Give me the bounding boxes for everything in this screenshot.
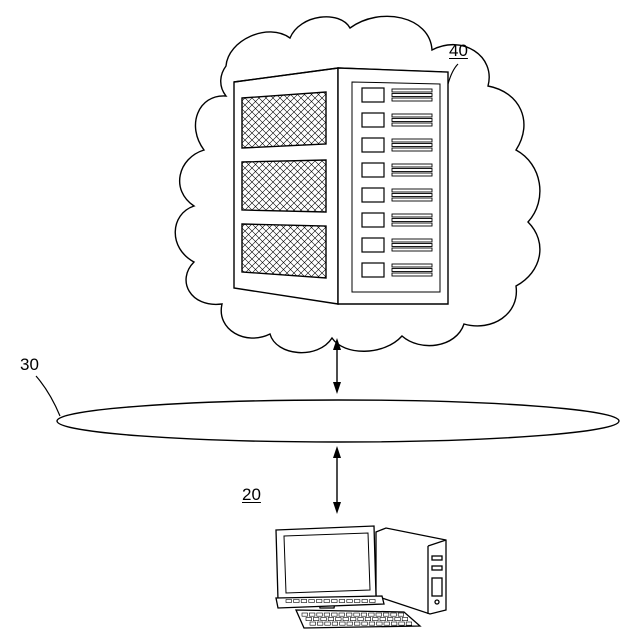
keyboard-key (346, 613, 352, 616)
keyboard-key (399, 622, 405, 625)
keyboard-key (354, 600, 360, 603)
server-unit (362, 263, 432, 277)
reference-label-network: 30 (20, 356, 39, 373)
keyboard-key (384, 622, 390, 625)
vent-panel (242, 92, 326, 148)
keyboard-key (402, 618, 408, 621)
keyboard-key (373, 618, 379, 621)
keyboard-key (398, 613, 404, 616)
keyboard-key (361, 613, 367, 616)
keyboard-key (310, 622, 316, 625)
keyboard-key (336, 618, 342, 621)
keyboard-key (387, 618, 393, 621)
keyboard-key (286, 600, 292, 603)
keyboard-key (354, 622, 360, 625)
keyboard-key (321, 618, 327, 621)
keyboard-key (365, 618, 371, 621)
bidirectional-arrow-icon (333, 446, 341, 514)
keyboard-key (309, 613, 315, 616)
keyboard-key (332, 613, 338, 616)
keyboard-key (324, 600, 330, 603)
keyboard-key (316, 600, 322, 603)
keyboard-key (406, 622, 412, 625)
keyboard-key (339, 613, 345, 616)
keyboard-key (383, 613, 389, 616)
keyboard-key (294, 600, 300, 603)
desktop-computer-icon (276, 526, 446, 628)
vent-panel (242, 224, 326, 278)
keyboard-key (369, 622, 375, 625)
keyboard-key (313, 618, 319, 621)
server-unit (362, 88, 432, 102)
server-unit (362, 113, 432, 127)
keyboard-key (350, 618, 356, 621)
server-unit (362, 213, 432, 227)
keyboard-key (317, 622, 323, 625)
keyboard-key (391, 613, 397, 616)
keyboard-key (339, 600, 345, 603)
keyboard-key (328, 618, 334, 621)
keyboard-key (391, 622, 397, 625)
keyboard-key (376, 613, 382, 616)
keyboard-key (354, 613, 360, 616)
reference-label-server: 40 (449, 42, 468, 59)
keyboard-key (343, 618, 349, 621)
keyboard-key (369, 613, 375, 616)
keyboard-key (358, 618, 364, 621)
server-unit (362, 163, 432, 177)
keyboard-key (362, 600, 368, 603)
keyboard-key (302, 613, 308, 616)
keyboard-key (370, 600, 376, 603)
keyboard-key (317, 613, 323, 616)
keyboard-key (325, 622, 331, 625)
network-icon (57, 400, 619, 442)
bidirectional-arrow-icon (333, 338, 341, 394)
keyboard-key (301, 600, 307, 603)
keyboard-key (332, 622, 338, 625)
keyboard-key (340, 622, 346, 625)
keyboard-key (362, 622, 368, 625)
keyboard-key (309, 600, 315, 603)
leader-line-30 (36, 376, 60, 416)
keyboard-key (347, 600, 353, 603)
server-unit (362, 138, 432, 152)
vent-panel (242, 160, 326, 212)
keyboard-key (377, 622, 383, 625)
server-unit (362, 238, 432, 252)
keyboard-key (380, 618, 386, 621)
keyboard-key (324, 613, 330, 616)
keyboard-key (306, 618, 312, 621)
keyboard-key (347, 622, 353, 625)
server-unit (362, 188, 432, 202)
reference-label-terminal: 20 (242, 486, 261, 503)
monitor-screen (284, 533, 370, 593)
keyboard-key (395, 618, 401, 621)
keyboard-key (332, 600, 338, 603)
